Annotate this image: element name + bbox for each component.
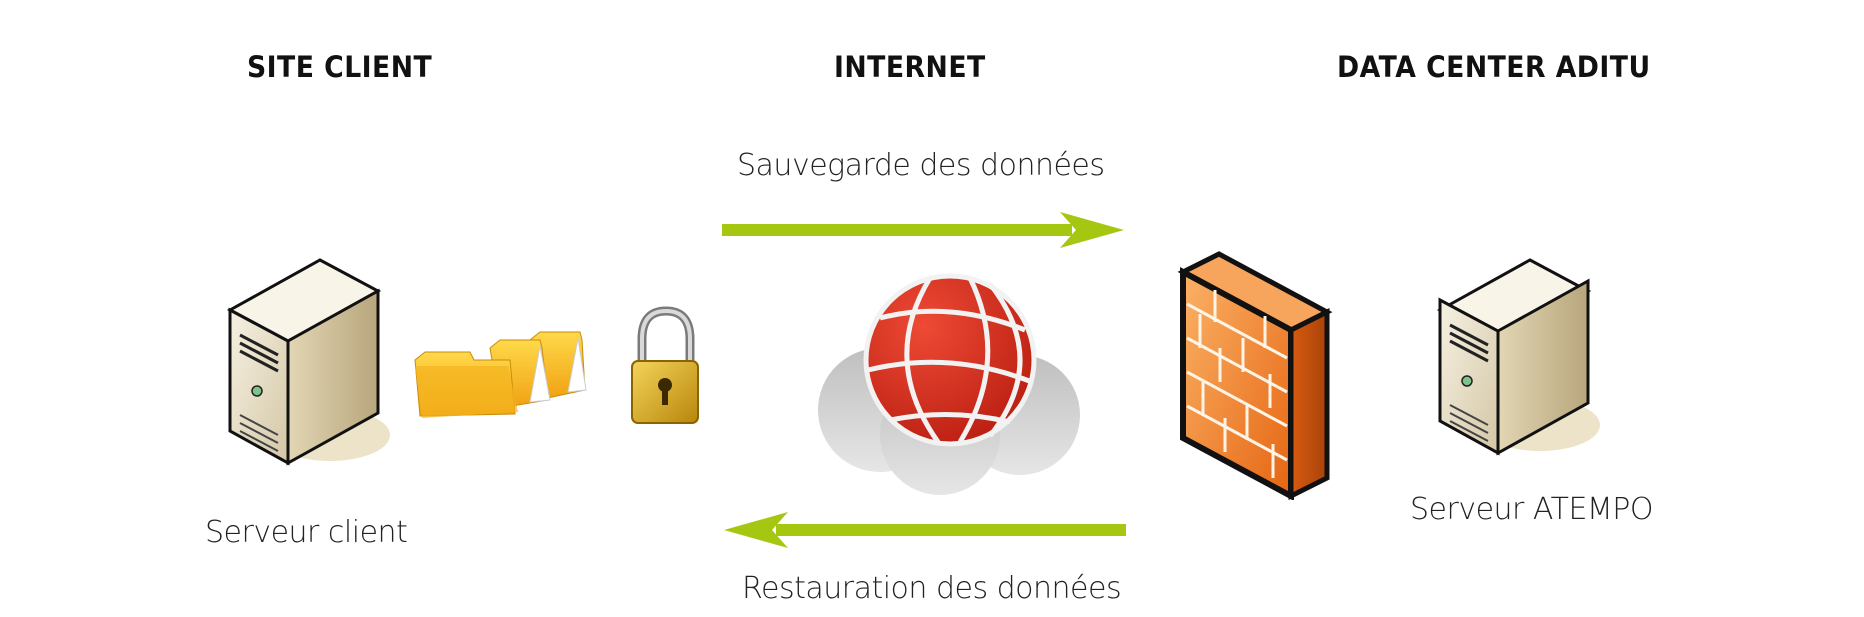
firewall-icon [1177, 251, 1333, 500]
backup-label: Sauvegarde des données [737, 148, 1105, 183]
client-server-icon [226, 258, 390, 466]
atempo-server-icon [1436, 258, 1600, 456]
padlock-icon [631, 306, 699, 424]
site-client-title: SITE CLIENT [247, 50, 433, 84]
backup-arrow-icon [722, 212, 1124, 248]
globe-icon [863, 273, 1037, 447]
atempo-server-label: Serveur ATEMPO [1410, 492, 1654, 527]
restore-label: Restauration des données [742, 571, 1122, 606]
data-center-title: DATA CENTER ADITU [1337, 50, 1651, 84]
internet-title: INTERNET [834, 50, 986, 84]
folders-icon [414, 331, 587, 418]
restore-arrow-icon [724, 512, 1126, 548]
client-server-label: Serveur client [205, 515, 408, 550]
